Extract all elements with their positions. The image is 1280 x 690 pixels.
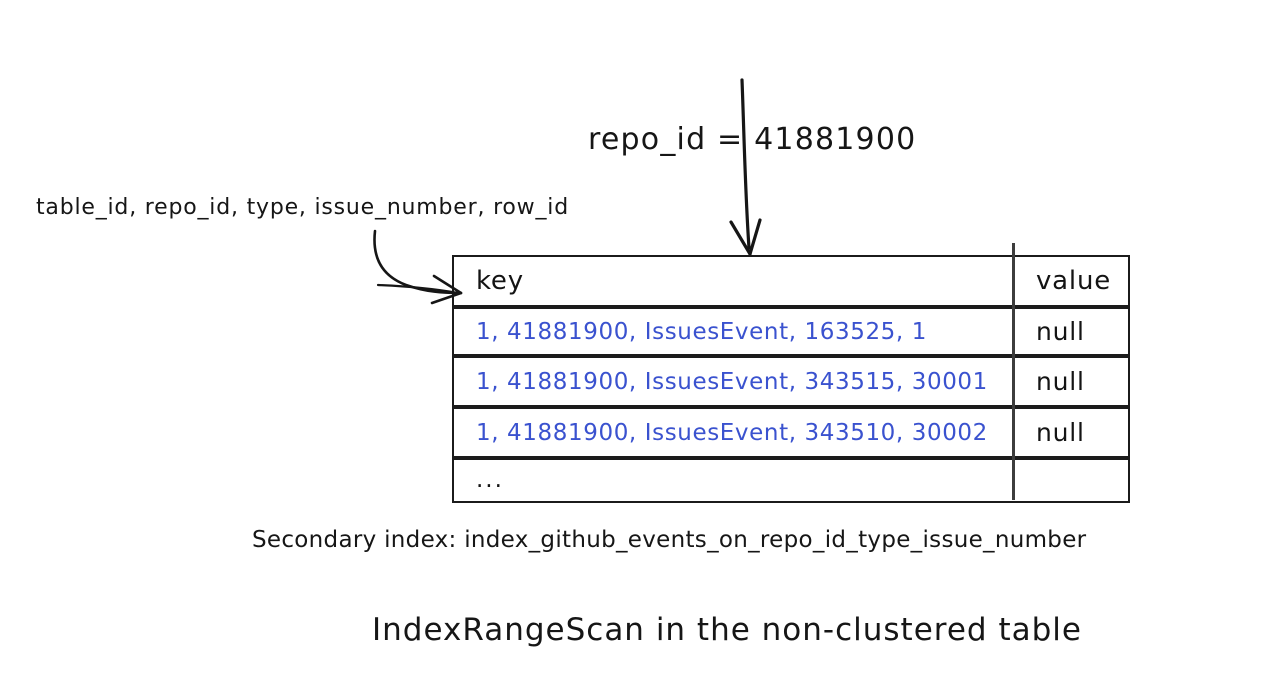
row-cell-key: 1, 41881900, IssuesEvent, 163525, 1 — [454, 309, 1014, 354]
header-cell-key: key — [454, 257, 1014, 305]
table-header-row: key value — [452, 255, 1130, 307]
row-value-text: null — [1036, 317, 1085, 346]
index-columns-arrow-icon — [373, 229, 463, 305]
row-key-text: ... — [476, 466, 504, 493]
predicate-arrow-icon — [729, 78, 762, 256]
diagram-title: IndexRangeScan in the non-clustered tabl… — [372, 612, 1082, 648]
table-row: 1, 41881900, IssuesEvent, 343515, 30001 … — [452, 356, 1130, 407]
row-cell-value: null — [1016, 409, 1128, 456]
header-cell-value: value — [1016, 257, 1128, 305]
row-key-text: 1, 41881900, IssuesEvent, 343515, 30001 — [476, 368, 988, 395]
row-value-text: null — [1036, 367, 1085, 396]
row-cell-key: ... — [454, 460, 1014, 501]
table-row: 1, 41881900, IssuesEvent, 343510, 30002 … — [452, 407, 1130, 458]
index-kv-table: key value 1, 41881900, IssuesEvent, 1635… — [452, 255, 1130, 503]
index-columns-label: table_id, repo_id, type, issue_number, r… — [36, 195, 569, 220]
column-header-value: value — [1036, 266, 1112, 296]
row-cell-value: null — [1016, 358, 1128, 405]
row-cell-key: 1, 41881900, IssuesEvent, 343515, 30001 — [454, 358, 1014, 405]
row-value-text: null — [1036, 418, 1085, 447]
column-divider — [1012, 243, 1015, 500]
column-header-key: key — [476, 266, 524, 296]
row-key-text: 1, 41881900, IssuesEvent, 343510, 30002 — [476, 419, 988, 446]
table-row: 1, 41881900, IssuesEvent, 163525, 1 null — [452, 307, 1130, 356]
row-key-text: 1, 41881900, IssuesEvent, 163525, 1 — [476, 318, 927, 345]
row-cell-key: 1, 41881900, IssuesEvent, 343510, 30002 — [454, 409, 1014, 456]
row-cell-value — [1016, 460, 1128, 501]
row-cell-value: null — [1016, 309, 1128, 354]
table-row-ellipsis: ... — [452, 458, 1130, 503]
predicate-label: repo_id = 41881900 — [588, 122, 917, 157]
secondary-index-caption: Secondary index: index_github_events_on_… — [252, 527, 1087, 553]
